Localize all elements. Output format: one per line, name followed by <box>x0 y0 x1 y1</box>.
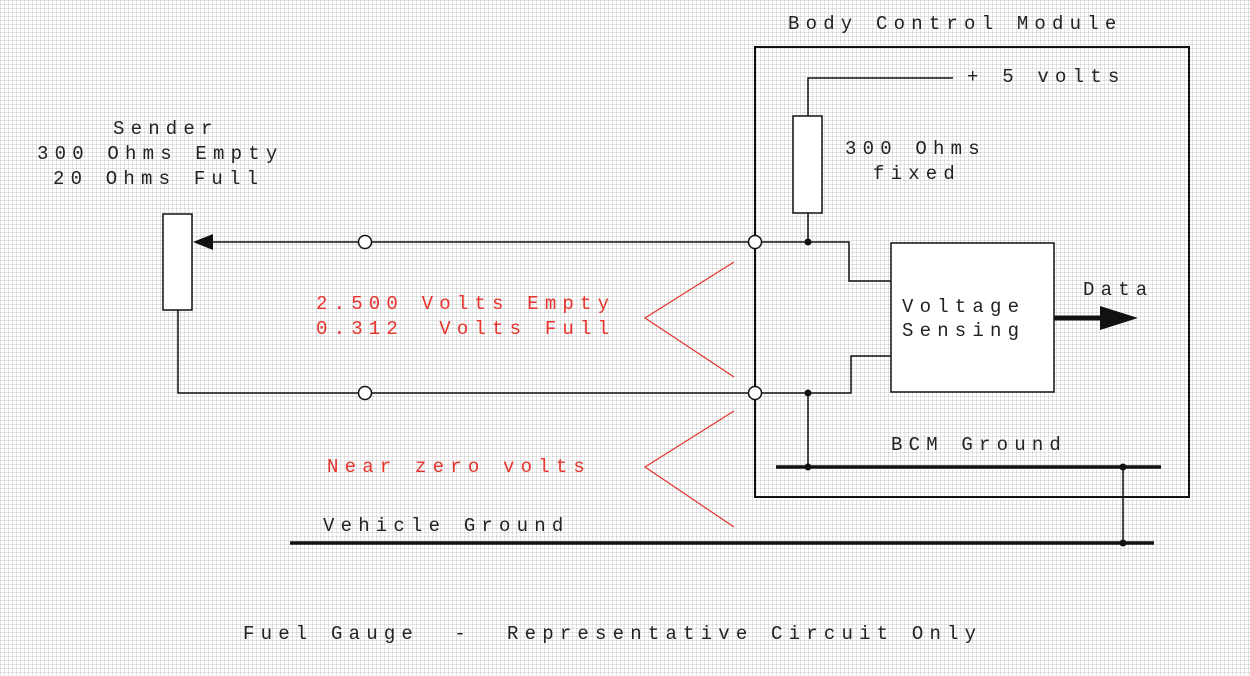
diagram-caption: Fuel Gauge - Representative Circuit Only <box>243 623 983 645</box>
voltage-pointer <box>643 261 735 378</box>
bcm-box <box>754 46 1190 498</box>
fixed-resistor <box>792 115 823 214</box>
bcm-connector-return <box>747 385 763 401</box>
bcm-connector-signal <box>747 234 763 250</box>
voltage-sensing-label-2: Sensing <box>902 320 1026 342</box>
harness-connector-return <box>357 385 373 401</box>
sender-full-label: 20 Ohms Full <box>53 168 265 190</box>
harness-connector-signal <box>357 234 373 250</box>
volts-empty-annotation: 2.500 Volts Empty <box>316 293 616 315</box>
voltage-sensing-box <box>890 242 1055 393</box>
junction-dot <box>804 389 812 397</box>
junction-dot <box>804 238 812 246</box>
sender-title: Sender <box>113 118 219 140</box>
near-zero-pointer <box>643 410 735 528</box>
bcm-ground-label: BCM Ground <box>891 434 1068 456</box>
sender-empty-label: 300 Ohms Empty <box>37 143 284 165</box>
return-to-sensing-wire <box>808 355 891 394</box>
sender-return-wire <box>177 310 755 394</box>
junction-dot <box>1119 539 1127 547</box>
volts-full-annotation: 0.312 Volts Full <box>316 318 616 340</box>
junction-dot <box>804 463 812 471</box>
signal-to-sensing-wire <box>808 241 891 282</box>
near-zero-annotation: Near zero volts <box>327 456 592 478</box>
junction-dot <box>1119 463 1127 471</box>
sender-wiper-arrowhead <box>193 234 213 250</box>
fixed-resistor-sublabel: fixed <box>873 163 962 185</box>
bcm-title: Body Control Module <box>788 13 1123 35</box>
supply-wire <box>807 77 953 116</box>
plus-5-volts-label: + 5 volts <box>967 66 1126 88</box>
fixed-resistor-label: 300 Ohms <box>845 138 986 160</box>
data-arrowhead <box>1100 306 1138 330</box>
data-output-label: Data <box>1083 279 1154 301</box>
vehicle-ground-label: Vehicle Ground <box>323 515 570 537</box>
voltage-sensing-label: Voltage <box>902 296 1026 318</box>
sender-resistor <box>162 213 193 311</box>
